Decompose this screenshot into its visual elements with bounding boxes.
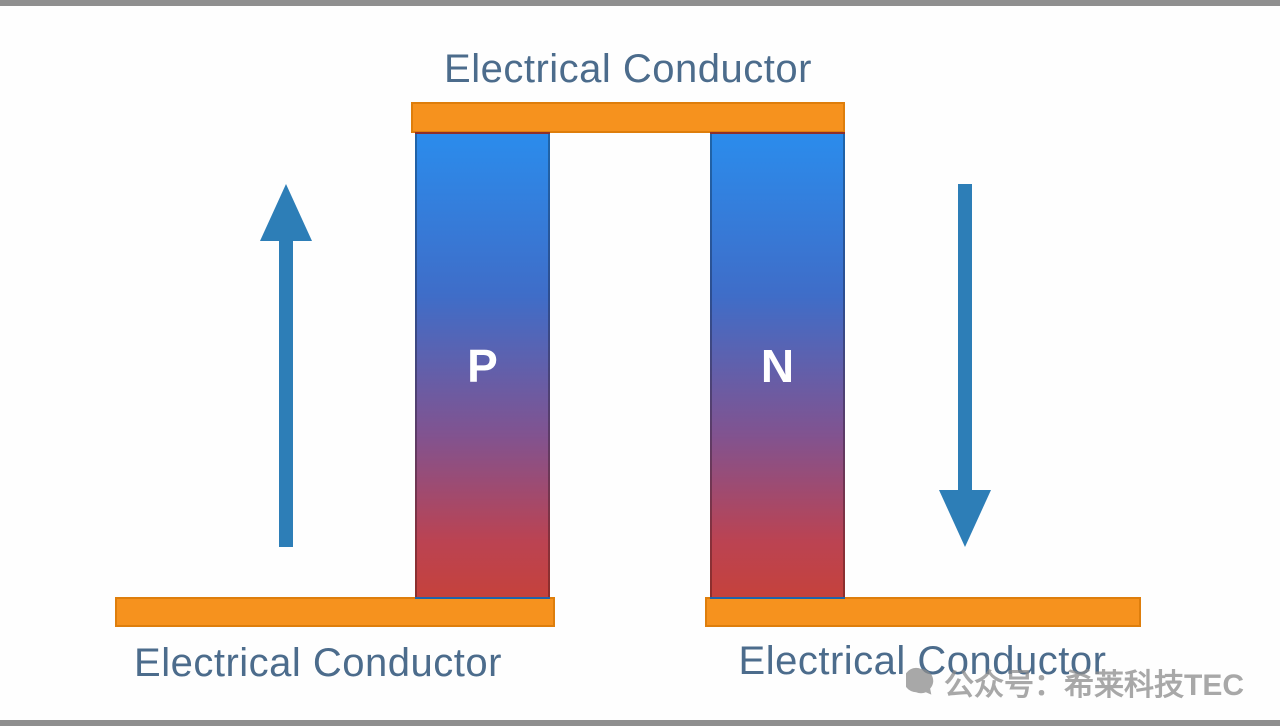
watermark: 公众号：希莱科技TEC: [906, 660, 1244, 704]
top-conductor-label: Electrical Conductor: [444, 47, 812, 91]
letterbox-bottom: [0, 720, 1280, 726]
n-type-semiconductor-pillar: N: [710, 132, 845, 599]
bottom-left-conductor-label: Electrical Conductor: [134, 641, 502, 685]
n-pillar-label: N: [760, 339, 795, 392]
top-conductor-bar: [411, 102, 845, 133]
watermark-text: 公众号：希莱科技TEC: [944, 669, 1244, 702]
p-pillar-label: P: [467, 339, 498, 392]
wechat-official-account-icon: [906, 667, 936, 697]
upward-current-arrow-icon: [259, 184, 313, 547]
letterbox-top: [0, 0, 1280, 6]
bottom-right-conductor-bar: [705, 597, 1141, 627]
p-type-semiconductor-pillar: P: [415, 132, 550, 599]
bottom-left-conductor-bar: [115, 597, 555, 627]
downward-current-arrow-icon: [938, 184, 992, 547]
